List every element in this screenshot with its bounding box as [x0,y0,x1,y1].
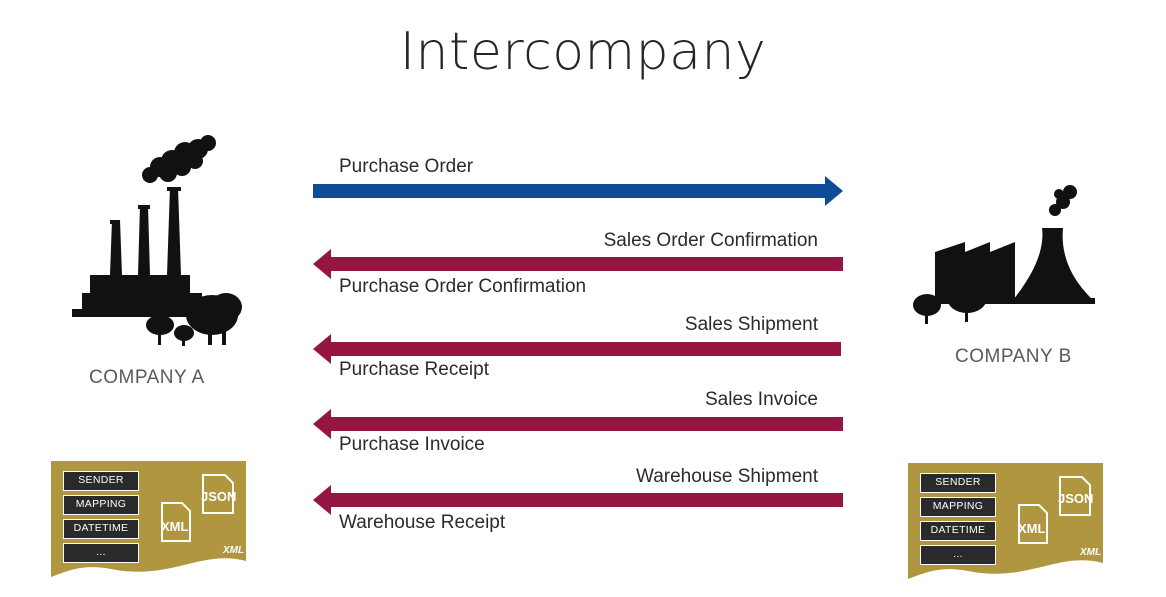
flow-invoice-arrow [313,409,843,439]
mapping-field: MAPPING [920,497,996,517]
mapping-field: MAPPING [63,495,139,515]
flow-warehouse-receipt-label: Warehouse Receipt [339,512,506,533]
flow-purchase-invoice-label: Purchase Invoice [339,434,485,455]
flow-purchase-order-arrow [313,176,843,206]
document-card-b: SENDER MAPPING DATETIME ... JSON XML XML [908,463,1103,581]
sender-field: SENDER [920,473,996,493]
factory-a-icon [72,135,242,346]
flow-warehouse-arrow [313,485,843,515]
flow-shipment-arrow [313,334,841,364]
xml-file-icon: XML [1018,521,1046,536]
factory-b-icon [913,185,1095,324]
xml-watermark: XML [223,545,245,556]
flow-sales-invoice-label: Sales Invoice [704,389,818,410]
json-file-icon: JSON [201,489,237,504]
flow-sales-order-confirmation-label: Sales Order Confirmation [603,230,818,251]
flow-sales-shipment-label: Sales Shipment [684,314,818,335]
datetime-field: DATETIME [63,519,139,539]
json-file-icon: JSON [1058,491,1094,506]
xml-watermark: XML [1080,547,1102,558]
flow-purchase-order-label: Purchase Order [339,156,474,177]
company-a-label: COMPANY A [89,367,205,388]
xml-file-icon: XML [161,519,189,534]
document-card-a: SENDER MAPPING DATETIME ... JSON XML XML [51,461,246,579]
flow-warehouse-shipment-label: Warehouse Shipment [635,466,818,487]
flow-order-confirmation-arrow [313,249,843,279]
ellipsis-field: ... [920,545,996,565]
page-title: Intercompany [399,22,767,82]
flow-purchase-receipt-label: Purchase Receipt [339,359,489,380]
ellipsis-field: ... [63,543,139,563]
flow-purchase-order-confirmation-label: Purchase Order Confirmation [339,276,587,297]
company-b-label: COMPANY B [955,346,1072,367]
sender-field: SENDER [63,471,139,491]
datetime-field: DATETIME [920,521,996,541]
